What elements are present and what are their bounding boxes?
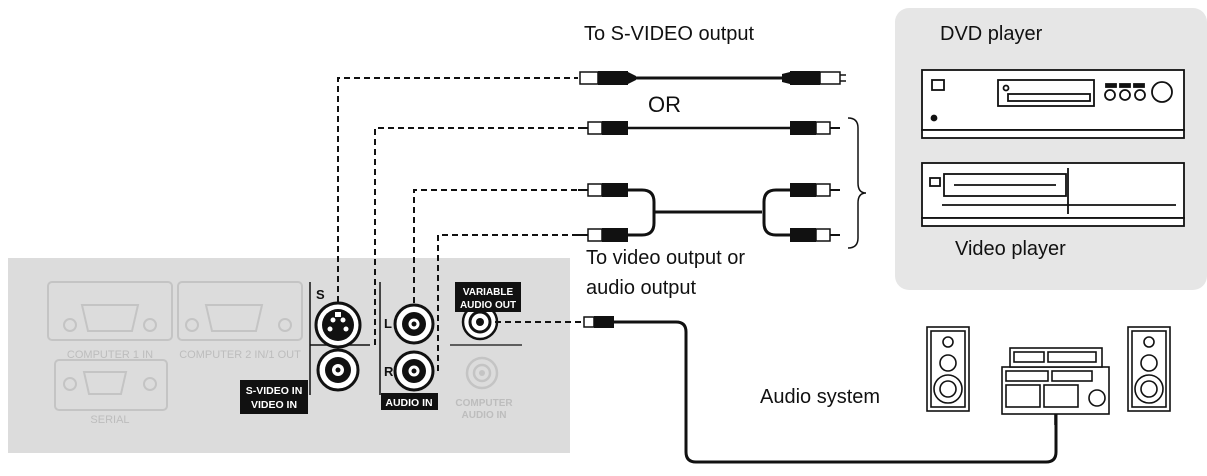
svideo-s-label: S <box>316 287 325 302</box>
dvd-player <box>921 69 1185 139</box>
or-label: OR <box>648 92 681 117</box>
video-in-jack <box>316 348 360 392</box>
computer1-in-label: COMPUTER 1 IN <box>67 349 153 361</box>
variable-audio-out-label-1: VARIABLE <box>463 287 514 298</box>
video-player-label: Video player <box>955 238 1066 260</box>
audio-in-right-jack <box>393 350 435 392</box>
video-player <box>921 162 1185 227</box>
computer2-port <box>177 281 303 341</box>
dashed-guide-lines <box>337 77 582 371</box>
dvd-player-label: DVD player <box>940 23 1043 45</box>
computer2-label: COMPUTER 2 IN/1 OUT <box>179 349 301 361</box>
audio-in-left-jack <box>393 303 435 345</box>
svideo-output-label: To S-VIDEO output <box>584 23 755 45</box>
computer-audio-in-label-1: COMPUTER <box>455 398 513 409</box>
audio-in-label: AUDIO IN <box>385 397 432 409</box>
computer1-in-port <box>47 281 173 341</box>
svideo-label-bg <box>240 380 308 414</box>
video-in-label: VIDEO IN <box>251 399 297 411</box>
audio-system-label: Audio system <box>760 386 881 408</box>
svideo-in-jack <box>314 301 362 349</box>
audio-left-label: L <box>384 316 392 331</box>
audio-right-label: R <box>384 364 394 379</box>
svideo-cable <box>579 71 846 85</box>
audio-out-cable <box>583 316 1058 464</box>
serial-label: SERIAL <box>90 414 129 426</box>
serial-port <box>54 359 168 411</box>
video-cable <box>578 121 840 135</box>
computer-audio-in-label-2: AUDIO IN <box>462 410 507 421</box>
video-audio-output-label-2: audio output <box>586 277 697 299</box>
audio-system <box>926 326 1171 425</box>
variable-audio-out-label-2: AUDIO OUT <box>460 300 516 311</box>
svideo-in-label: S-VIDEO IN <box>246 385 303 397</box>
grouping-bracket <box>847 117 867 249</box>
audio-cable <box>578 183 840 242</box>
computer-audio-in-jack <box>465 356 499 390</box>
audio-in-label-bg <box>381 393 438 410</box>
video-audio-output-label-1: To video output or <box>586 247 745 269</box>
variable-audio-out-label-bg <box>455 282 521 312</box>
